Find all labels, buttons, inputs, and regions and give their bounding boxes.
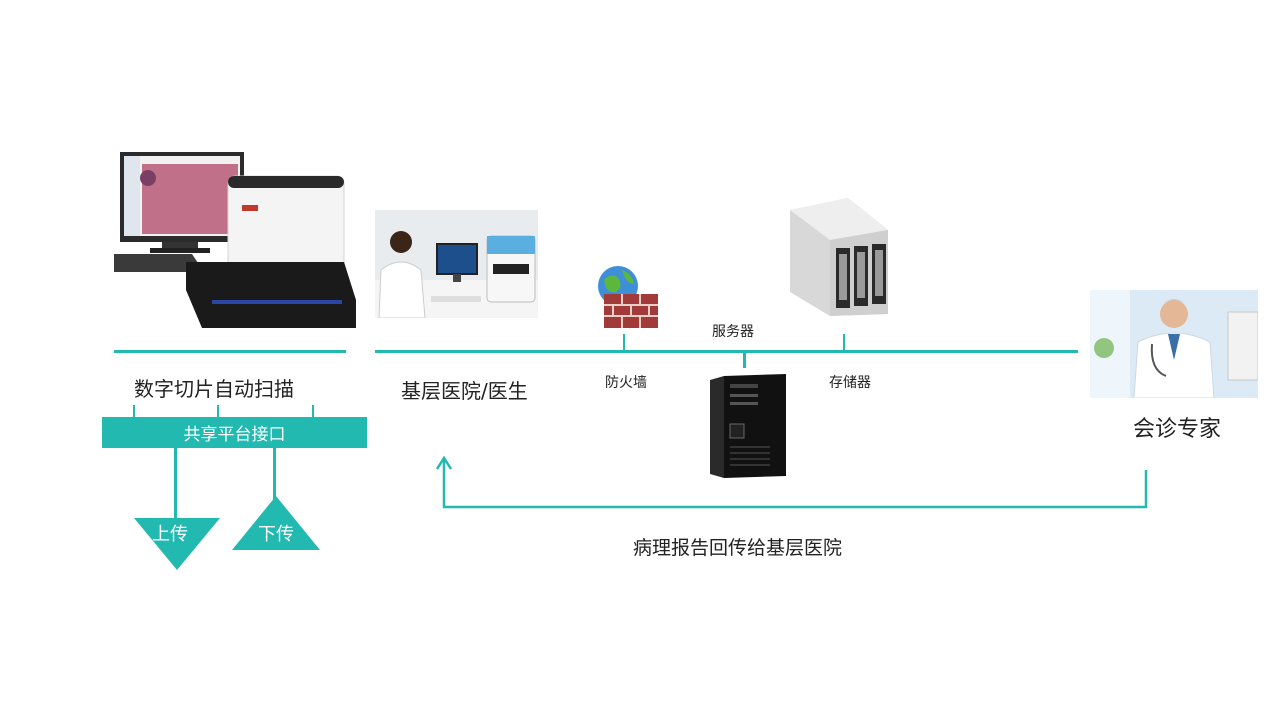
download-stem [273,448,276,500]
upload-triangle [134,518,220,570]
scanner-bus-line [114,350,346,353]
download-triangle [232,496,320,550]
interface-tick-mid [217,405,219,418]
firewall-label: 防火墙 [605,375,647,391]
server-connector [743,352,746,368]
feedback-label: 病理报告回传给基层医院 [633,537,843,559]
scanner-label: 数字切片自动扫描 [134,377,294,401]
firewall-connector [623,334,625,351]
storage-device-image [788,196,906,318]
upload-stem [174,448,177,518]
expert-photo [1090,290,1258,398]
upload-label: 上传 [152,524,188,545]
scanner-workstation-image [112,150,360,335]
feedback-arrow [430,452,1160,514]
download-label: 下传 [258,524,294,545]
server-label: 服务器 [712,324,754,340]
firewall-icon [594,264,662,332]
storage-label: 存储器 [829,375,871,391]
storage-connector [843,334,845,351]
interface-tick-right [312,405,314,418]
shared-platform-interface: 共享平台接口 [102,417,367,448]
hospital-doctor-photo [375,210,538,318]
interface-tick-left [133,405,135,418]
interface-label: 共享平台接口 [183,425,286,445]
server-tower-image [710,374,786,478]
expert-label: 会诊专家 [1133,417,1222,442]
hospital-label: 基层医院/医生 [401,379,528,403]
network-bus-line [375,350,1078,353]
